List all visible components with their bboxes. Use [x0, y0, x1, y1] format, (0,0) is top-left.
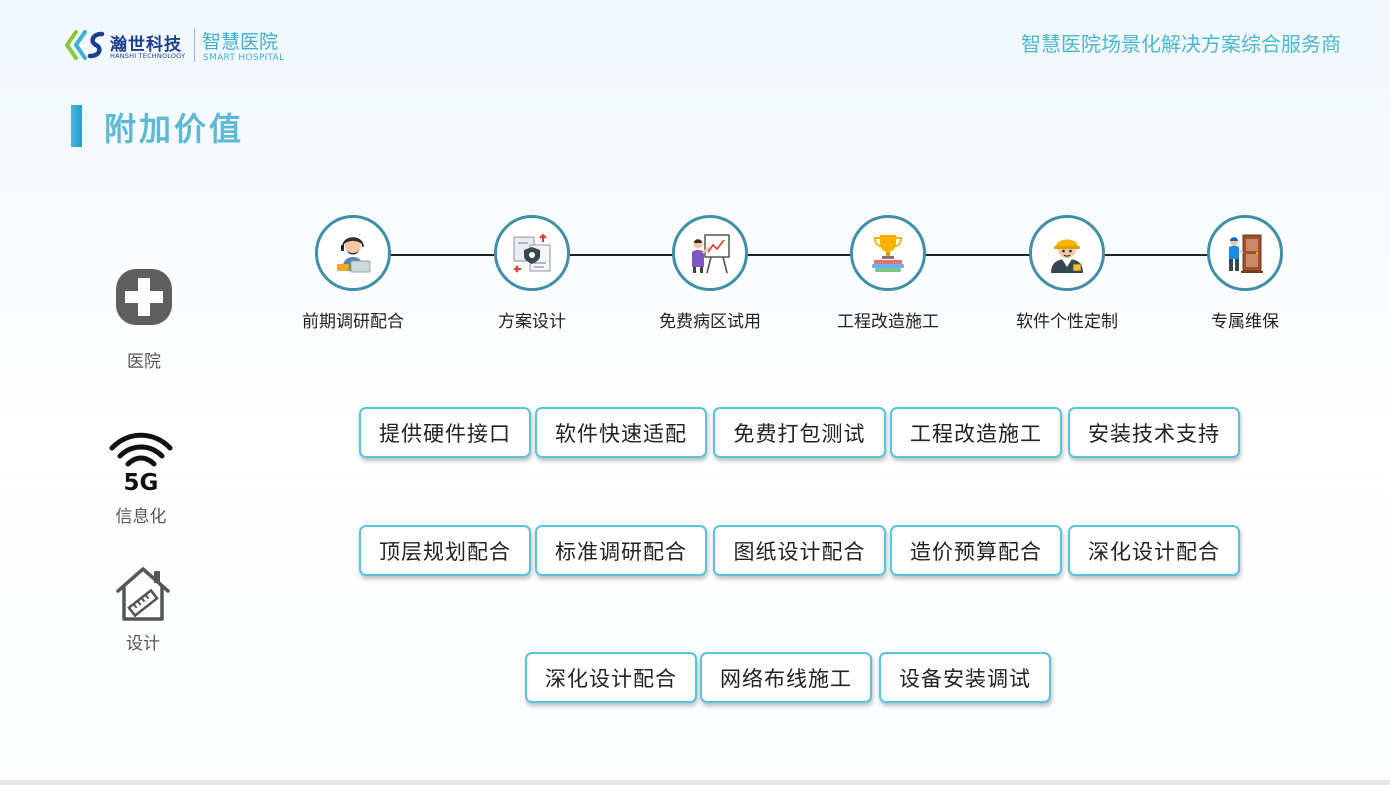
tag-top-level-planning: 顶层规划配合	[359, 525, 531, 576]
tag-installation-support: 安装技术支持	[1068, 407, 1240, 458]
company-logo: 瀚世科技 HANSHI TECHNOLOGY 智慧医院 SMART HOSPIT…	[64, 26, 304, 66]
step-circle	[850, 215, 926, 291]
worker-helmet-icon	[1051, 239, 1083, 273]
logo-product-name-en: SMART HOSPITAL	[203, 53, 285, 63]
presenter-easel-icon	[692, 234, 730, 274]
step-label: 软件个性定制	[1016, 312, 1118, 332]
logo-company-name: 瀚世科技	[110, 35, 182, 55]
tag-engineering-construction: 工程改造施工	[890, 407, 1062, 458]
logo-chevrons-icon	[65, 30, 105, 60]
step-solution-design: 方案设计	[442, 215, 622, 332]
tag-detailed-design-2: 深化设计配合	[525, 652, 697, 703]
title-accent-bar	[71, 105, 82, 147]
tag-equipment-installation: 设备安装调试	[879, 652, 1051, 703]
tag-drawing-design: 图纸设计配合	[713, 525, 886, 576]
sidebar-label: 设计	[126, 634, 160, 654]
bottom-rule	[0, 780, 1390, 785]
tag-hardware-interface: 提供硬件接口	[359, 407, 531, 458]
page-title: 附加价值	[104, 110, 245, 148]
step-label: 前期调研配合	[302, 312, 404, 332]
step-circle	[315, 215, 391, 291]
logo-product-name: 智慧医院	[202, 31, 279, 53]
step-free-trial: 免费病区试用	[620, 215, 800, 332]
step-label: 专属维保	[1211, 312, 1279, 332]
tag-network-cabling: 网络布线施工	[700, 652, 872, 703]
tag-free-package-test: 免费打包测试	[713, 407, 886, 458]
logo-company-name-en: HANSHI TECHNOLOGY	[110, 52, 186, 60]
step-label: 工程改造施工	[837, 312, 939, 332]
step-research: 前期调研配合	[263, 215, 443, 332]
step-engineering: 工程改造施工	[798, 215, 978, 332]
tag-cost-budget: 造价预算配合	[890, 525, 1062, 576]
tag-detailed-design: 深化设计配合	[1068, 525, 1240, 576]
step-software-custom: 软件个性定制	[977, 215, 1157, 332]
step-circle	[1029, 215, 1105, 291]
step-label: 免费病区试用	[659, 312, 761, 332]
sidebar-item-informatization: 5G 信息化	[86, 428, 196, 527]
timeline-line	[352, 254, 1247, 256]
tag-software-adaptation: 软件快速适配	[535, 407, 707, 458]
step-label: 方案设计	[498, 312, 566, 332]
step-dedicated-maintenance: 专属维保	[1155, 215, 1335, 332]
step-circle	[494, 215, 570, 291]
sidebar-label: 信息化	[115, 507, 167, 527]
sidebar-item-design: 设计	[88, 565, 198, 654]
consultant-laptop-icon	[337, 237, 371, 273]
wifi-5g-icon: 5G	[109, 432, 173, 494]
tag-standard-research: 标准调研配合	[535, 525, 707, 576]
fiveg-badge: 5G	[124, 470, 159, 494]
medical-cross-icon	[116, 269, 172, 325]
step-circle	[672, 215, 748, 291]
step-circle	[1207, 215, 1283, 291]
logo-divider	[194, 28, 195, 62]
documents-shield-icon	[513, 233, 551, 273]
trophy-books-icon	[872, 235, 904, 272]
header-slogan: 智慧医院场景化解决方案综合服务商	[1021, 32, 1341, 56]
sidebar-label: 医院	[127, 352, 161, 372]
house-ruler-icon	[116, 567, 170, 621]
door-worker-icon	[1229, 234, 1263, 273]
sidebar-item-hospital: 医院	[89, 265, 199, 372]
